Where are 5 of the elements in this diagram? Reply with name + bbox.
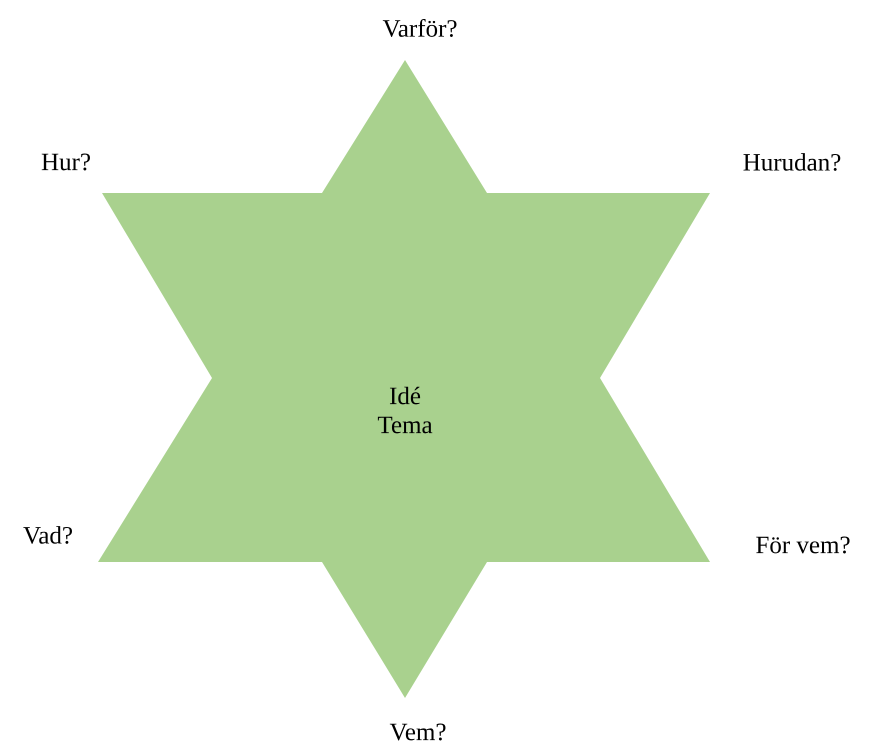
point-label: Hurudan? xyxy=(743,153,840,171)
point-label: För vem? xyxy=(756,536,850,554)
point-label: Varför? xyxy=(382,19,456,37)
point-label: Vem? xyxy=(390,724,446,740)
point-label: Vad? xyxy=(23,526,72,544)
